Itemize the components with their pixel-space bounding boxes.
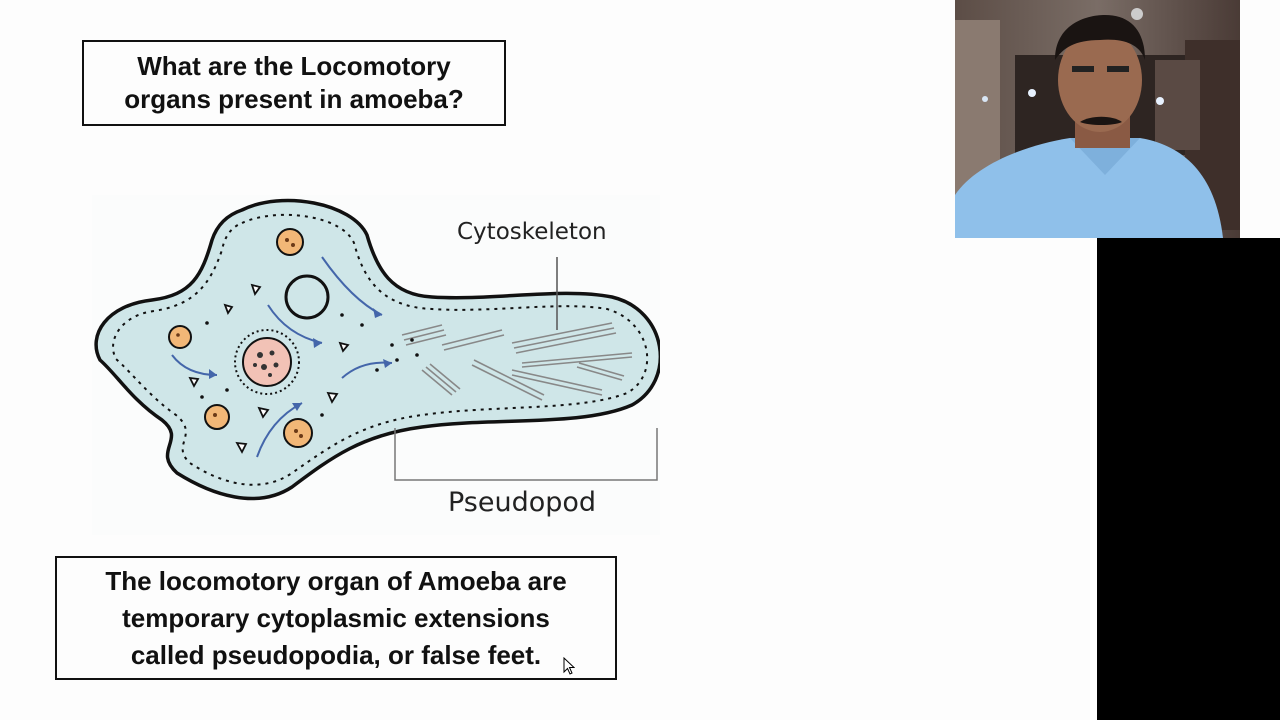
webcam-presenter-video — [955, 0, 1240, 238]
label-pseudopod: Pseudopod — [448, 487, 596, 518]
answer-line-2: temporary cytoplasmic extensions — [122, 602, 550, 633]
contractile-vacuole — [284, 274, 330, 320]
question-box: What are the Locomotory organs present i… — [82, 40, 506, 126]
slide-canvas: What are the Locomotory organs present i… — [0, 0, 1097, 720]
answer-box: The locomotory organ of Amoeba are tempo… — [55, 556, 617, 680]
food-granules — [168, 228, 313, 448]
letterbox-black-area — [1097, 238, 1280, 720]
cytoskeleton-fibers — [401, 322, 633, 401]
vesicles — [188, 283, 350, 454]
label-cytoskeleton: Cytoskeleton — [457, 219, 607, 245]
question-line-2: organs present in amoeba? — [124, 84, 464, 114]
amoeba-inner-membrane — [112, 213, 649, 486]
answer-line-3: called pseudopodia, or false feet. — [130, 639, 542, 670]
amoeba-diagram: Cytoskeleton Pseudopod — [92, 195, 660, 535]
amoeba-body — [94, 198, 660, 501]
amoeba-illustration: Cytoskeleton Pseudopod — [94, 198, 660, 518]
pseudopod-bracket — [394, 428, 658, 481]
nucleus — [234, 329, 300, 395]
mouse-cursor-icon — [563, 657, 575, 675]
answer-line-1: The locomotory organ of Amoeba are — [105, 565, 567, 596]
question-line-1: What are the Locomotory — [137, 51, 451, 81]
presenter-video-frame — [955, 0, 1240, 238]
